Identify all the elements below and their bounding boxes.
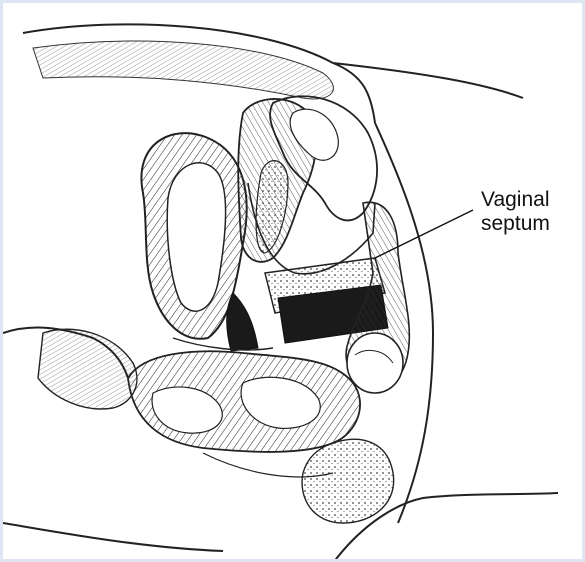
buttock — [302, 439, 394, 523]
labia — [347, 333, 403, 393]
vaginal-septum-label: Vaginal septum — [481, 188, 550, 236]
bottom-left-contour — [3, 523, 223, 551]
anatomical-illustration — [3, 3, 582, 559]
urethra — [227, 293, 258, 351]
thigh-left — [38, 329, 137, 409]
abdominal-wall — [33, 41, 333, 99]
label-line-2: septum — [481, 212, 550, 236]
label-line-1: Vaginal — [481, 188, 550, 212]
